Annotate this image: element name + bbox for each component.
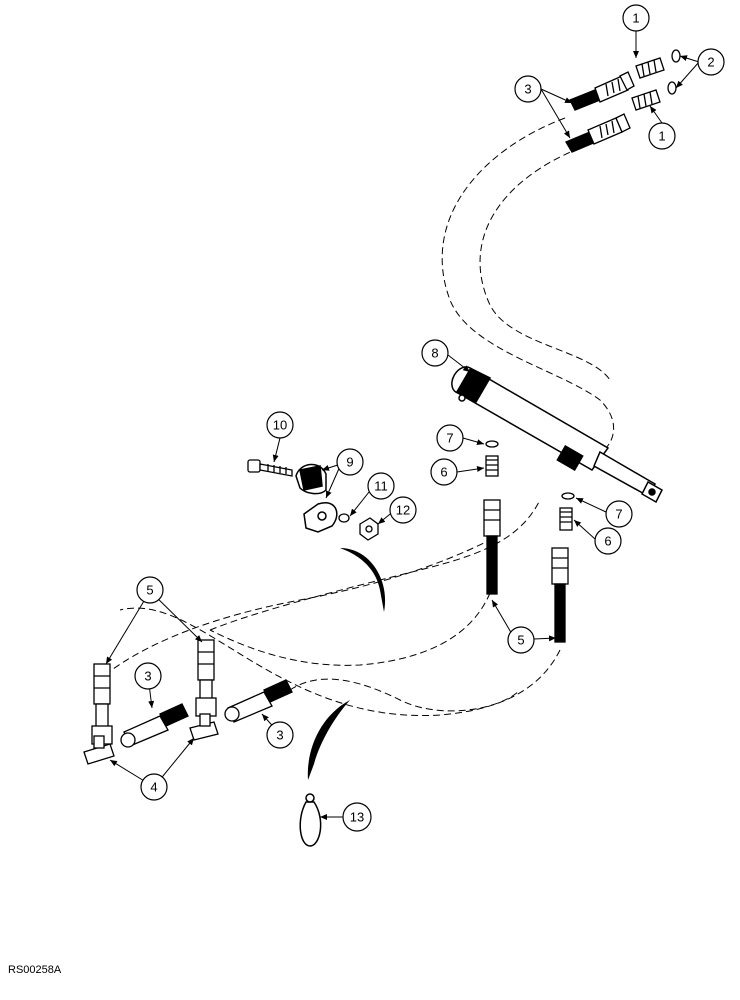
callout-8: 8 (421, 339, 449, 367)
svg-text:9: 9 (346, 455, 353, 470)
nut (359, 517, 379, 541)
callout-6-left: 6 (430, 458, 458, 486)
svg-text:10: 10 (273, 418, 287, 433)
washer (338, 513, 350, 523)
svg-text:3: 3 (276, 728, 283, 743)
hose-end-left-b (195, 639, 217, 717)
callout-9: 9 (336, 448, 364, 476)
o-ring-left (485, 440, 499, 448)
elbow-fitting-left (485, 455, 499, 477)
svg-text:6: 6 (604, 534, 611, 549)
hose-end-fitting-left (120, 703, 189, 748)
callout-5-upper-left: 5 (136, 576, 164, 604)
clamp (295, 463, 338, 533)
hose-end-left-a (91, 663, 113, 745)
leader-lines (105, 31, 700, 820)
callout-1-lower: 1 (648, 122, 676, 150)
svg-text:12: 12 (396, 503, 410, 518)
callout-7-left: 7 (436, 424, 464, 452)
callout-11: 11 (367, 472, 395, 500)
svg-text:1: 1 (632, 11, 639, 26)
install-arrow-clamp (340, 548, 386, 612)
tie-strap (299, 793, 322, 847)
hose-assembly-right-a (483, 499, 501, 595)
callout-5-right: 5 (507, 626, 535, 654)
tee-fitting-left (83, 735, 115, 765)
tee-fitting-right (189, 713, 219, 741)
callout-3-left: 3 (134, 662, 162, 690)
svg-text:8: 8 (431, 346, 438, 361)
svg-text:7: 7 (615, 507, 622, 522)
callout-6-right: 6 (594, 527, 622, 555)
callout-3-right: 3 (266, 721, 294, 749)
adapter-fitting-upper (635, 57, 665, 79)
adapter-fitting-lower (631, 89, 661, 111)
hose-end-fitting-upper (569, 71, 635, 111)
hose-assembly-right-b (551, 547, 569, 643)
callout-4: 4 (140, 773, 168, 801)
o-rings-upper (667, 49, 681, 95)
svg-text:6: 6 (440, 465, 447, 480)
elbow-fitting-right (559, 507, 573, 531)
hydraulic-cylinder (451, 366, 663, 504)
svg-text:5: 5 (517, 633, 524, 648)
svg-text:3: 3 (524, 82, 531, 97)
callout-3-top: 3 (514, 75, 542, 103)
svg-text:4: 4 (150, 780, 157, 795)
svg-text:11: 11 (374, 479, 388, 494)
callout-2: 2 (697, 48, 725, 76)
callout-7-right: 7 (605, 500, 633, 528)
install-arrow-strap (307, 700, 350, 780)
hose-routing-lines (104, 117, 615, 717)
svg-text:13: 13 (350, 810, 364, 825)
callout-10: 10 (266, 411, 294, 439)
hose-end-fitting-lower (565, 113, 631, 153)
svg-text:3: 3 (144, 669, 151, 684)
svg-text:5: 5 (146, 583, 153, 598)
callout-13: 13 (342, 802, 372, 832)
callout-1-top: 1 (622, 4, 650, 32)
bolt (247, 459, 293, 477)
callouts: 1 2 1 3 8 10 9 7 (134, 4, 725, 832)
callout-12: 12 (389, 496, 417, 524)
hose-end-fitting-right (224, 679, 293, 723)
o-ring-right (561, 492, 575, 500)
svg-text:1: 1 (658, 129, 665, 144)
svg-text:7: 7 (446, 431, 453, 446)
figure-reference-code: RS00258A (8, 964, 62, 976)
svg-text:2: 2 (707, 55, 714, 70)
